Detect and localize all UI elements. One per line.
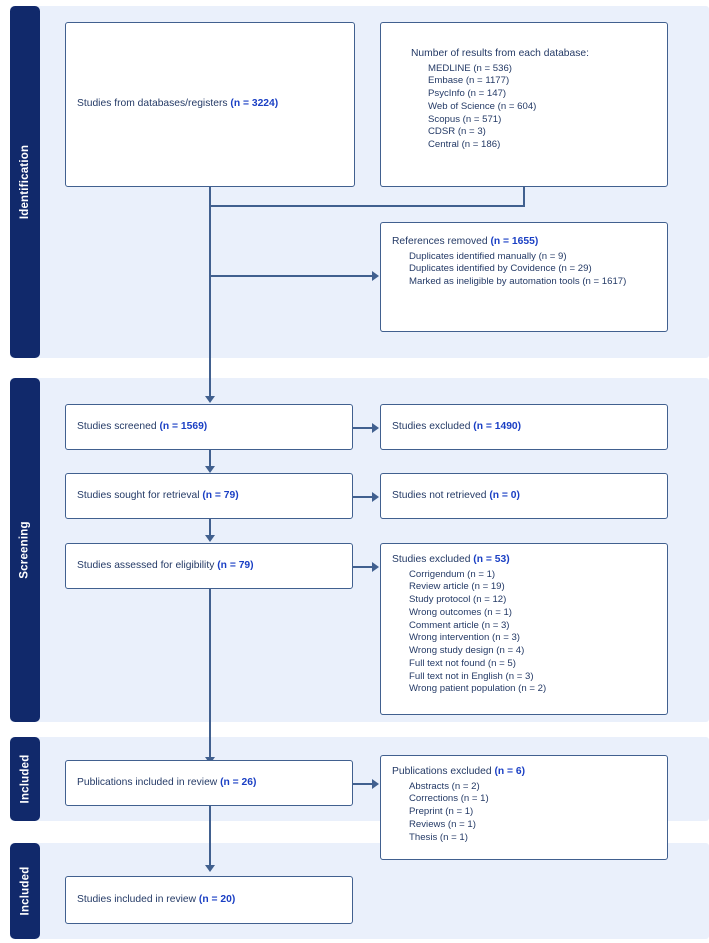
connector-assessed-to-excluded (353, 566, 373, 568)
list-item: Thesis (n = 1) (409, 831, 468, 843)
box-studies-excluded-eligibility-count: (n = 53) (473, 554, 510, 565)
connector-results-to-junction (523, 187, 525, 206)
arrow-down-to-studies-assessed (205, 535, 215, 542)
list-item: Scopus (n = 571) (428, 113, 502, 125)
box-studies-assessed-count: (n = 79) (217, 559, 254, 571)
box-studies-from-databases-registers[interactable]: Studies from databases/registers (n = 32… (65, 22, 355, 187)
connector-sought-to-not-retrieved (353, 496, 373, 498)
box-publications-excluded-count: (n = 6) (494, 766, 526, 777)
connector-publications-to-studies-included (209, 806, 211, 869)
box-studies-excluded-eligibility[interactable]: Studies excluded (n = 53) Corrigendum (n… (380, 543, 668, 715)
box-references-removed-label: References removed (392, 236, 491, 247)
band-included-publications-label: Included (19, 754, 32, 804)
box-studies-not-retrieved[interactable]: Studies not retrieved (n = 0) (380, 473, 668, 519)
list-item: Abstracts (n = 2) (409, 780, 480, 792)
band-included-studies-label: Included (19, 866, 32, 916)
list-item: Duplicates identified manually (n = 9) (409, 250, 567, 262)
band-identification-label: Identification (19, 144, 32, 220)
box-studies-excluded-screening-count: (n = 1490) (473, 420, 522, 432)
band-screening-label: Screening (19, 521, 31, 579)
box-publications-included-label: Publications included in review (77, 776, 221, 788)
box-publications-excluded-list: Abstracts (n = 2) Corrections (n = 1) Pr… (392, 781, 656, 845)
connector-identification-junction-bar (209, 205, 525, 207)
box-studies-assessed-label: Studies assessed for eligibility (77, 559, 218, 571)
box-references-removed-count: (n = 1655) (490, 236, 539, 247)
box-publications-included-count: (n = 26) (220, 776, 257, 788)
connector-publications-included-to-excluded (353, 783, 373, 785)
box-studies-sought-count: (n = 79) (202, 489, 239, 501)
box-results-heading: Number of results from each database: (411, 48, 589, 59)
list-item: Duplicates identified by Covidence (n = … (409, 263, 592, 275)
box-publications-excluded[interactable]: Publications excluded (n = 6) Abstracts … (380, 755, 668, 860)
box-studies-not-retrieved-label: Studies not retrieved (392, 489, 490, 501)
list-item: Study protocol (n = 12) (409, 594, 507, 606)
box-databases-label: Studies from databases/registers (77, 98, 231, 110)
box-studies-excluded-screening-label: Studies excluded (392, 420, 474, 432)
box-publications-included-in-review[interactable]: Publications included in review (n = 26) (65, 760, 353, 806)
box-studies-included-count: (n = 20) (198, 893, 236, 905)
connector-trunk-to-references-removed (209, 275, 373, 277)
list-item: Wrong intervention (n = 3) (409, 632, 521, 644)
box-studies-excluded-eligibility-list: Corrigendum (n = 1) Review article (n = … (392, 569, 656, 697)
arrow-right-to-studies-excluded-eligibility (372, 562, 379, 572)
list-item: Marked as ineligible by automation tools… (409, 276, 627, 288)
list-item: PsycInfo (n = 147) (428, 88, 507, 100)
list-item: Wrong outcomes (n = 1) (409, 606, 513, 618)
list-item: Corrections (n = 1) (409, 793, 489, 805)
list-item: Full text not found (n = 5) (409, 657, 516, 669)
list-item: Wrong patient population (n = 2) (409, 683, 547, 695)
connector-trunk-identification-to-screening (209, 205, 211, 400)
box-studies-excluded-screening[interactable]: Studies excluded (n = 1490) (380, 404, 668, 450)
band-screening: Screening (10, 378, 40, 722)
list-item: Central (n = 186) (428, 139, 501, 151)
connector-assessed-to-publications-included (209, 589, 211, 761)
arrow-right-to-studies-excluded-screening (372, 423, 379, 433)
list-item: Preprint (n = 1) (409, 806, 474, 818)
box-studies-sought-for-retrieval[interactable]: Studies sought for retrieval (n = 79) (65, 473, 353, 519)
box-studies-included-label: Studies included in review (77, 893, 199, 905)
connector-screened-to-sought (209, 450, 211, 470)
box-studies-sought-label: Studies sought for retrieval (77, 489, 203, 501)
list-item: Web of Science (n = 604) (428, 100, 537, 112)
connector-sought-to-assessed (209, 519, 211, 539)
list-item: CDSR (n = 3) (428, 126, 486, 138)
list-item: Wrong study design (n = 4) (409, 645, 525, 657)
list-item: Review article (n = 19) (409, 581, 505, 593)
arrow-down-to-studies-screened (205, 396, 215, 403)
box-studies-included-in-review[interactable]: Studies included in review (n = 20) (65, 876, 353, 924)
band-identification: Identification (10, 6, 40, 358)
box-publications-excluded-label: Publications excluded (392, 766, 495, 777)
box-results-from-each-database[interactable]: Number of results from each database: ME… (380, 22, 668, 187)
band-included-studies: Included (10, 843, 40, 939)
box-results-list: MEDLINE (n = 536) Embase (n = 1177) Psyc… (411, 63, 656, 152)
box-studies-excluded-eligibility-label: Studies excluded (392, 554, 474, 565)
band-included-publications: Included (10, 737, 40, 821)
arrow-right-to-references-removed (372, 271, 379, 281)
connector-screened-to-excluded (353, 427, 373, 429)
arrow-right-to-studies-not-retrieved (372, 492, 379, 502)
arrow-down-to-studies-sought (205, 466, 215, 473)
list-item: MEDLINE (n = 536) (428, 62, 512, 74)
list-item: Full text not in English (n = 3) (409, 670, 534, 682)
arrow-right-to-publications-excluded (372, 779, 379, 789)
box-databases-count: (n = 3224) (230, 98, 279, 110)
list-item: Comment article (n = 3) (409, 619, 510, 631)
box-studies-assessed-for-eligibility[interactable]: Studies assessed for eligibility (n = 79… (65, 543, 353, 589)
box-studies-screened-count: (n = 1569) (159, 420, 208, 432)
list-item: Corrigendum (n = 1) (409, 568, 496, 580)
list-item: Reviews (n = 1) (409, 818, 476, 830)
box-studies-screened-label: Studies screened (77, 420, 160, 432)
arrow-down-to-studies-included (205, 865, 215, 872)
box-references-removed[interactable]: References removed (n = 1655) Duplicates… (380, 222, 668, 332)
connector-databases-to-junction (209, 187, 211, 206)
box-references-removed-list: Duplicates identified manually (n = 9) D… (392, 251, 656, 289)
box-studies-screened[interactable]: Studies screened (n = 1569) (65, 404, 353, 450)
box-studies-not-retrieved-count: (n = 0) (489, 489, 520, 501)
list-item: Embase (n = 1177) (428, 75, 510, 87)
